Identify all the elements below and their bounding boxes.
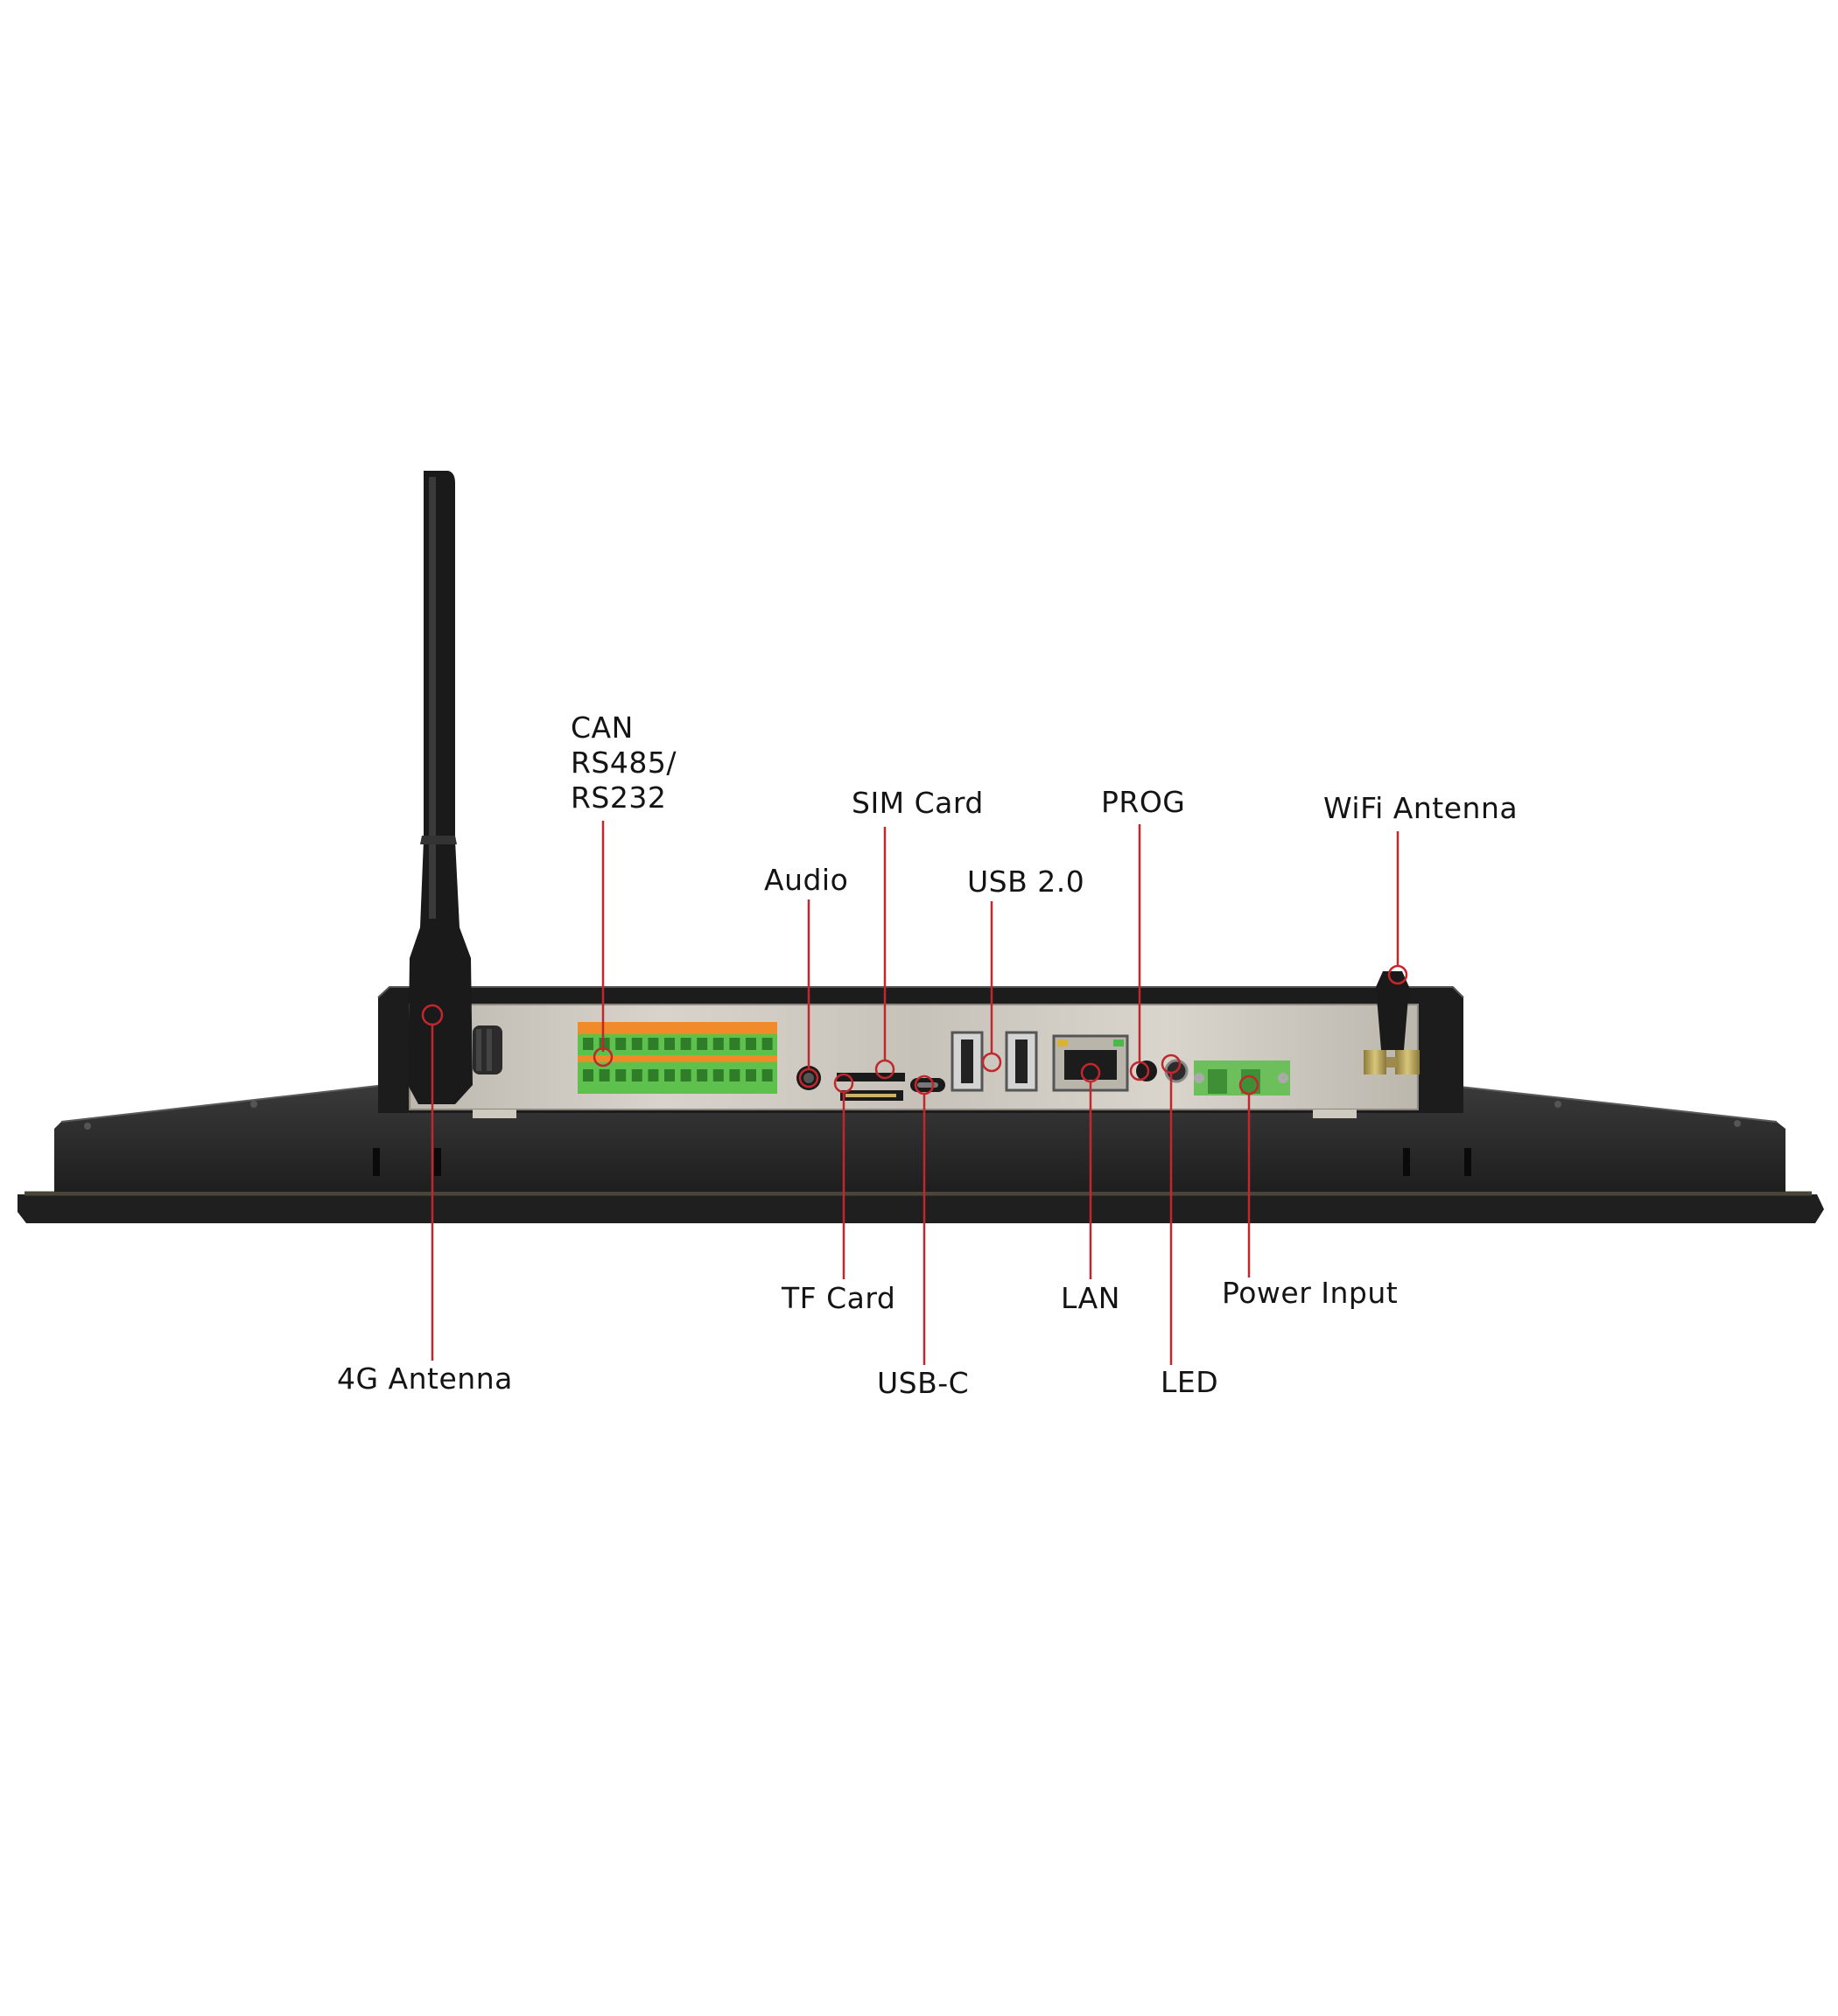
terminal-slots xyxy=(583,1038,773,1082)
power-input-connector xyxy=(1194,1060,1290,1096)
callout-marker-prog xyxy=(1129,1060,1150,1082)
label-usb-2-0: USB 2.0 xyxy=(967,864,1085,899)
terminal-slot xyxy=(680,1069,691,1082)
terminal-slot xyxy=(648,1038,659,1050)
terminal-slot xyxy=(631,1069,642,1082)
terminal-slot xyxy=(680,1038,691,1050)
terminal-slot xyxy=(664,1038,675,1050)
terminal-slot xyxy=(615,1038,627,1050)
terminal-slot xyxy=(631,1038,642,1050)
wifi-antenna xyxy=(1364,971,1420,1074)
terminal-slot xyxy=(697,1069,708,1082)
device xyxy=(18,471,1824,1223)
callout-marker-can xyxy=(593,1046,614,1068)
antenna-4g-connector xyxy=(473,1026,502,1074)
label-usb-c: USB-C xyxy=(877,1366,970,1400)
screw xyxy=(1734,1120,1741,1127)
callout-marker-audio xyxy=(798,1068,819,1088)
label-can-line-3: RS232 xyxy=(571,780,667,815)
label-4g-antenna: 4G Antenna xyxy=(337,1362,513,1396)
terminal-slot xyxy=(583,1038,593,1050)
terminal-slot xyxy=(599,1038,610,1050)
callout-marker-wifi-antenna xyxy=(1387,964,1408,985)
terminal-slot xyxy=(729,1038,740,1050)
label-can-line-1: CAN xyxy=(571,710,634,745)
terminal-slot xyxy=(664,1069,675,1082)
terminal-slot xyxy=(583,1069,593,1082)
screw xyxy=(84,1123,91,1130)
terminal-slot xyxy=(761,1038,773,1050)
plate-foot xyxy=(473,1110,516,1118)
label-can-line-2: RS485/ xyxy=(571,746,677,780)
terminal-slot xyxy=(697,1038,708,1050)
antenna-4g xyxy=(408,471,473,1104)
vent-slot xyxy=(1403,1148,1410,1176)
label-wifi-antenna: WiFi Antenna xyxy=(1323,791,1519,825)
terminal-block xyxy=(578,1022,777,1094)
device-bezel xyxy=(18,1194,1824,1223)
label-tf-card: TF Card xyxy=(782,1281,896,1315)
screw xyxy=(1554,1101,1561,1108)
label-can: CAN RS485/ RS232 xyxy=(571,710,677,816)
label-power-input: Power Input xyxy=(1222,1276,1399,1310)
plate-foot xyxy=(1313,1110,1357,1118)
label-lan: LAN xyxy=(1061,1281,1120,1315)
vent-slot xyxy=(1464,1148,1471,1176)
terminal-slot xyxy=(599,1069,610,1082)
terminal-slot xyxy=(746,1069,756,1082)
vent-slot xyxy=(373,1148,380,1176)
label-prog: PROG xyxy=(1101,785,1186,819)
terminal-slot xyxy=(729,1069,740,1082)
rear-housing-edge xyxy=(377,986,1464,998)
callout-marker-sim-card xyxy=(874,1059,895,1080)
screw xyxy=(250,1101,257,1108)
terminal-slot xyxy=(648,1069,659,1082)
label-audio: Audio xyxy=(764,863,849,897)
card-slots xyxy=(837,1073,905,1101)
callout-marker-usb-2 xyxy=(981,1052,1002,1073)
vent-slot xyxy=(434,1148,441,1176)
label-sim-card: SIM Card xyxy=(852,786,984,820)
label-led: LED xyxy=(1161,1365,1219,1399)
terminal-slot xyxy=(712,1069,724,1082)
terminal-slot xyxy=(746,1038,756,1050)
prog-button xyxy=(1136,1060,1157,1082)
terminal-slot xyxy=(761,1069,773,1082)
callouts xyxy=(421,821,1408,1365)
terminal-slot xyxy=(712,1038,724,1050)
terminal-slot xyxy=(615,1069,627,1082)
